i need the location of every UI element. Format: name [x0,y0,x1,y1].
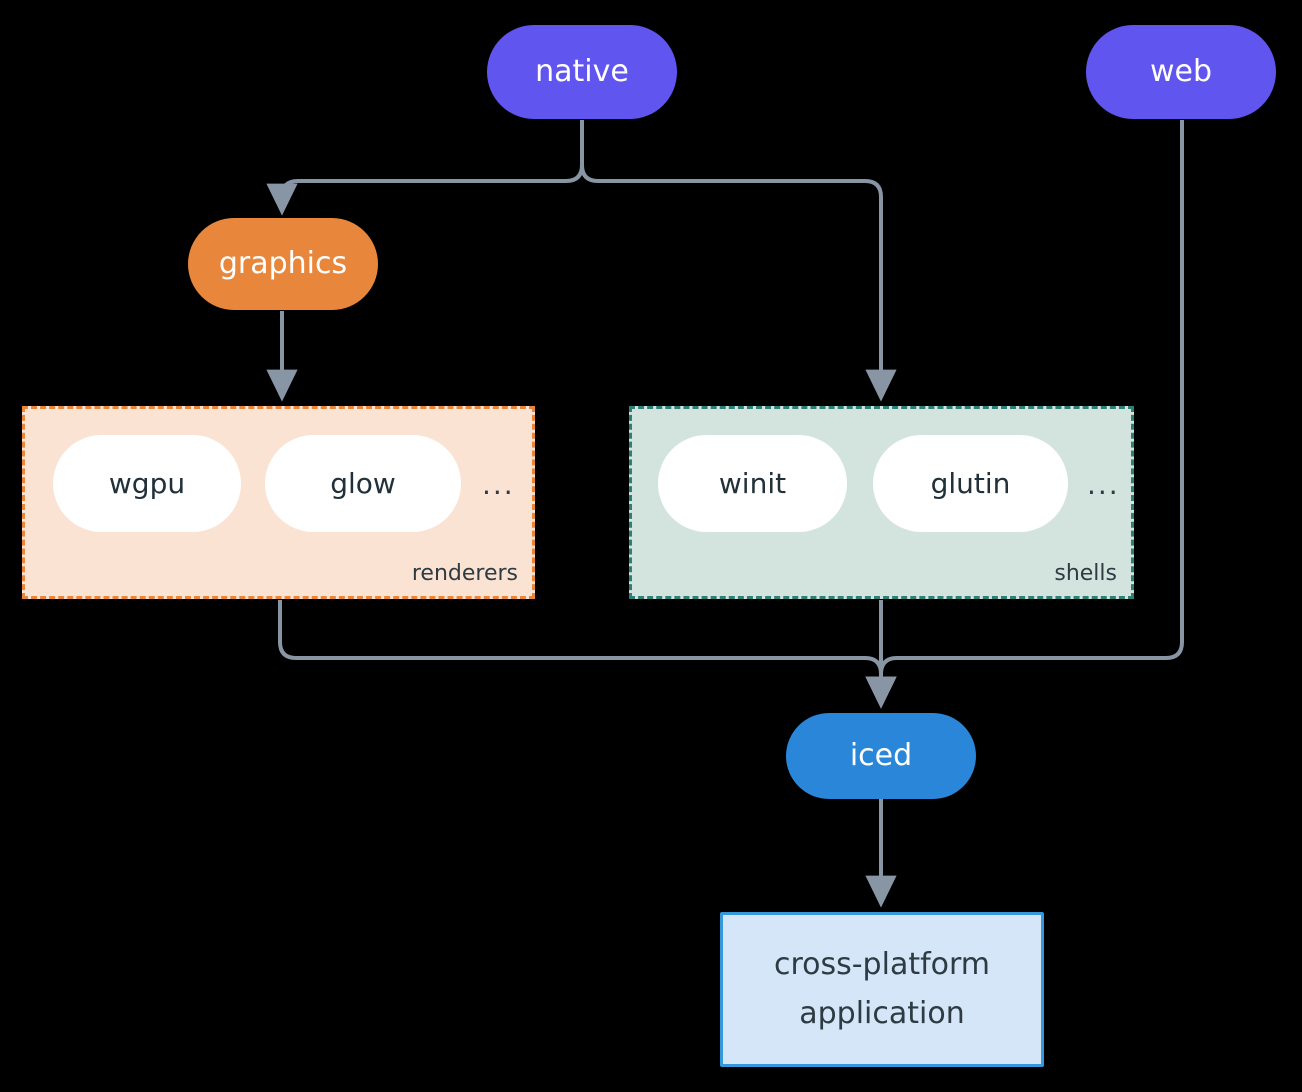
node-graphics-label: graphics [218,245,348,281]
node-graphics[interactable]: graphics [188,218,378,310]
node-application[interactable]: cross-platform application [720,912,1044,1067]
node-winit[interactable]: winit [658,435,847,532]
node-wgpu[interactable]: wgpu [53,435,241,532]
group-renderers: wgpu glow ... renderers [22,406,535,599]
node-glow-label: glow [330,467,396,500]
edge-native-to-shells [580,120,897,402]
group-shells: winit glutin ... shells [629,406,1134,599]
node-glow[interactable]: glow [265,435,461,532]
node-application-line2: application [799,995,965,1031]
group-renderers-label: renderers [411,561,518,586]
shells-overflow-ellipsis: ... [1087,468,1120,501]
node-glutin-label: glutin [930,467,1011,500]
node-web-label: web [1149,53,1213,89]
node-native-label: native [535,53,629,89]
node-wgpu-label: wgpu [108,467,186,500]
edge-renderers-to-iced [278,600,897,709]
node-winit-label: winit [718,467,787,500]
node-web[interactable]: web [1086,25,1276,119]
renderers-overflow-ellipsis: ... [482,468,515,501]
node-iced-label: iced [849,737,913,773]
edge-native-to-graphics [266,120,584,216]
group-shells-label: shells [1054,561,1117,586]
node-native[interactable]: native [487,25,677,119]
node-application-line1: cross-platform [773,946,991,982]
node-iced[interactable]: iced [786,713,976,799]
node-glutin[interactable]: glutin [873,435,1068,532]
